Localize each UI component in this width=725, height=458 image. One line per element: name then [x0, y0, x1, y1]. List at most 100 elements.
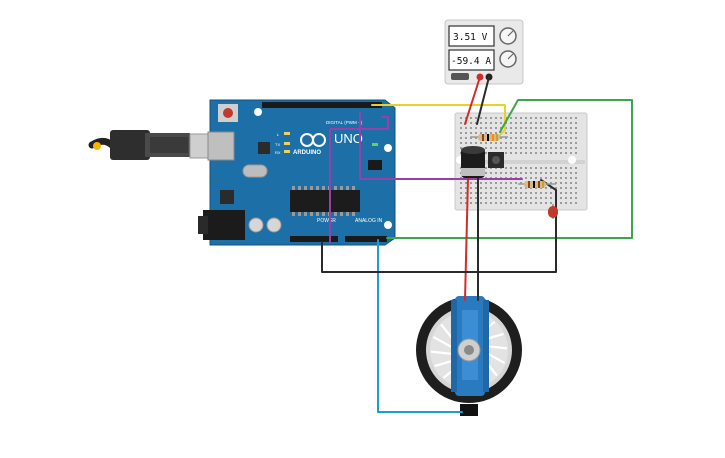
breadboard-hole — [535, 147, 537, 149]
breadboard-hole — [550, 127, 552, 129]
breadboard-hole — [565, 202, 567, 204]
breadboard-hole — [500, 202, 502, 204]
breadboard-hole — [555, 172, 557, 174]
wire-psu-red[interactable] — [464, 76, 481, 125]
breadboard-hole — [540, 192, 542, 194]
breadboard-hole — [490, 192, 492, 194]
breadboard-hole — [560, 137, 562, 139]
red-led[interactable] — [548, 206, 558, 218]
breadboard-hole — [565, 147, 567, 149]
servo-motor[interactable] — [416, 296, 522, 416]
breadboard-hole — [500, 187, 502, 189]
breadboard-hole — [530, 147, 532, 149]
breadboard-hole — [520, 127, 522, 129]
wire-yellow[interactable] — [371, 104, 506, 139]
breadboard-hole — [515, 172, 517, 174]
breadboard-hole — [560, 127, 562, 129]
breadboard-hole — [570, 147, 572, 149]
breadboard-hole — [545, 152, 547, 154]
wire-ground[interactable] — [321, 179, 557, 273]
breadboard-hole — [540, 172, 542, 174]
breadboard-hole — [460, 142, 462, 144]
wire-purple-1[interactable] — [329, 116, 389, 243]
breadboard-hole — [475, 122, 477, 124]
breadboard-hole — [500, 142, 502, 144]
power-supply[interactable]: 3.51 V -59.4 A — [444, 19, 524, 85]
breadboard-hole — [525, 122, 527, 124]
breadboard-hole — [550, 187, 552, 189]
breadboard-hole — [560, 192, 562, 194]
wire-blue[interactable] — [377, 239, 463, 413]
push-button[interactable] — [488, 152, 504, 168]
usb-cable[interactable] — [88, 130, 223, 160]
resistor-top[interactable] — [470, 134, 508, 141]
breadboard-hole — [525, 167, 527, 169]
breadboard-hole — [535, 142, 537, 144]
breadboard-hole — [525, 147, 527, 149]
mount-hole — [254, 108, 262, 116]
breadboard-hole — [460, 137, 462, 139]
breadboard-hole — [530, 152, 532, 154]
breadboard-hole — [495, 147, 497, 149]
breadboard-hole — [530, 127, 532, 129]
breadboard-hole — [490, 197, 492, 199]
breadboard-hole — [575, 127, 577, 129]
electrolytic-capacitor[interactable] — [461, 146, 485, 178]
breadboard-hole — [510, 172, 512, 174]
breadboard-hole — [490, 122, 492, 124]
breadboard-hole — [570, 202, 572, 204]
breadboard-hole — [520, 117, 522, 119]
breadboard-hole — [555, 122, 557, 124]
breadboard-hole — [550, 192, 552, 194]
breadboard-hole — [570, 187, 572, 189]
breadboard-hole — [565, 117, 567, 119]
breadboard-hole — [465, 132, 467, 134]
breadboard-hole — [500, 172, 502, 174]
breadboard-hole — [570, 192, 572, 194]
breadboard-hole — [470, 142, 472, 144]
breadboard-hole — [465, 182, 467, 184]
reset-button-cap — [223, 108, 233, 118]
breadboard-hole — [490, 182, 492, 184]
breadboard-hole — [470, 197, 472, 199]
breadboard-hole — [535, 172, 537, 174]
wire-psu-black[interactable] — [476, 76, 490, 125]
breadboard-hole — [495, 132, 497, 134]
breadboard-hole — [525, 197, 527, 199]
wire-green[interactable] — [386, 99, 633, 239]
breadboard-hole — [545, 167, 547, 169]
breadboard-hole — [560, 167, 562, 169]
breadboard-hole — [570, 127, 572, 129]
breadboard-hole — [520, 122, 522, 124]
arduino-uno-board[interactable]: ARDUINO UNO DIGITAL (PWM ~) POWER ANALOG… — [198, 99, 396, 246]
breadboard-hole — [545, 137, 547, 139]
breadboard-hole — [490, 127, 492, 129]
breadboard-hole — [550, 152, 552, 154]
breadboard-hole — [515, 142, 517, 144]
breadboard-hole — [500, 117, 502, 119]
breadboard-hole — [460, 197, 462, 199]
resistor-bottom[interactable] — [518, 181, 556, 188]
breadboard-hole — [555, 127, 557, 129]
breadboard-hole — [505, 137, 507, 139]
breadboard-hole — [480, 132, 482, 134]
breadboard-hole — [475, 117, 477, 119]
breadboard-hole — [475, 137, 477, 139]
breadboard-hole — [515, 192, 517, 194]
breadboard-hole — [525, 117, 527, 119]
breadboard-hole — [490, 142, 492, 144]
breadboard-hole — [575, 132, 577, 134]
power-switch[interactable] — [451, 73, 469, 80]
breadboard-hole — [560, 197, 562, 199]
wire-servo-red[interactable] — [464, 177, 469, 301]
breadboard-hole — [530, 192, 532, 194]
breadboard-hole — [560, 152, 562, 154]
breadboard-hole — [540, 117, 542, 119]
breadboard-hole — [475, 142, 477, 144]
breadboard-hole — [535, 197, 537, 199]
breadboard-hole — [570, 197, 572, 199]
brand-label: ARDUINO — [293, 150, 321, 156]
breadboard-hole — [555, 167, 557, 169]
breadboard-hole — [530, 137, 532, 139]
breadboard-hole — [570, 172, 572, 174]
